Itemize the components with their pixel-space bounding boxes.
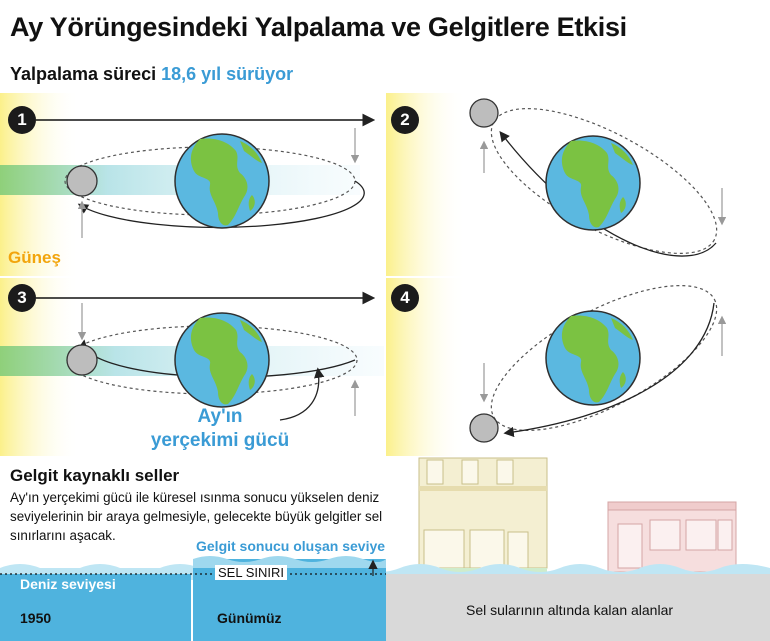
tide-level-label: Gelgit sonucu oluşan seviye [196,538,386,554]
phase-4-illustration [386,278,727,456]
phase-2-illustration [386,93,727,276]
flood-section-body: Ay'ın yerçekimi gücü ile küresel ısınma … [10,490,383,543]
phase-number-1: 1 [8,106,36,134]
phase-number-2: 2 [391,106,419,134]
flood-section-title: Gelgit kaynaklı seller [10,466,180,485]
phase-panel-1: 1 Güneş [0,93,384,276]
phase-number-4: 4 [391,284,419,312]
page-subtitle: Yalpalama süreci 18,6 yıl sürüyor [10,64,293,85]
subtitle-highlight: 18,6 yıl sürüyor [161,64,294,84]
building-large [418,457,548,576]
phase-3-illustration [0,278,384,456]
building-small [607,501,737,573]
phase-panel-4: 4 [386,278,770,456]
flooded-areas-label: Sel sularının altında kalan alanlar [466,602,674,618]
phase-panel-2: 2 [386,93,770,276]
gravity-label: Ay'ın yerçekimi gücü [140,405,300,453]
phase-number-3: 3 [8,284,36,312]
page-title: Ay Yörüngesindeki Yalpalama ve Gelgitler… [10,12,627,42]
flood-illustration [0,457,770,641]
subtitle-lead: Yalpalama süreci [10,64,162,84]
phase-panel-3: 3 Ay'ın yerçekimi gücü [0,278,384,456]
gravity-label-line1: Ay'ın [197,406,243,427]
phase-1-illustration [0,93,376,276]
gravity-label-line2: yerçekimi gücü [150,430,290,451]
sun-label: Güneş [8,248,61,267]
sea-level-label: Deniz seviyesi [20,576,116,592]
today-label: Günümüz [217,610,282,626]
flood-limit-label: SEL SINIRI [215,565,287,580]
year-1950-label: 1950 [20,610,52,626]
